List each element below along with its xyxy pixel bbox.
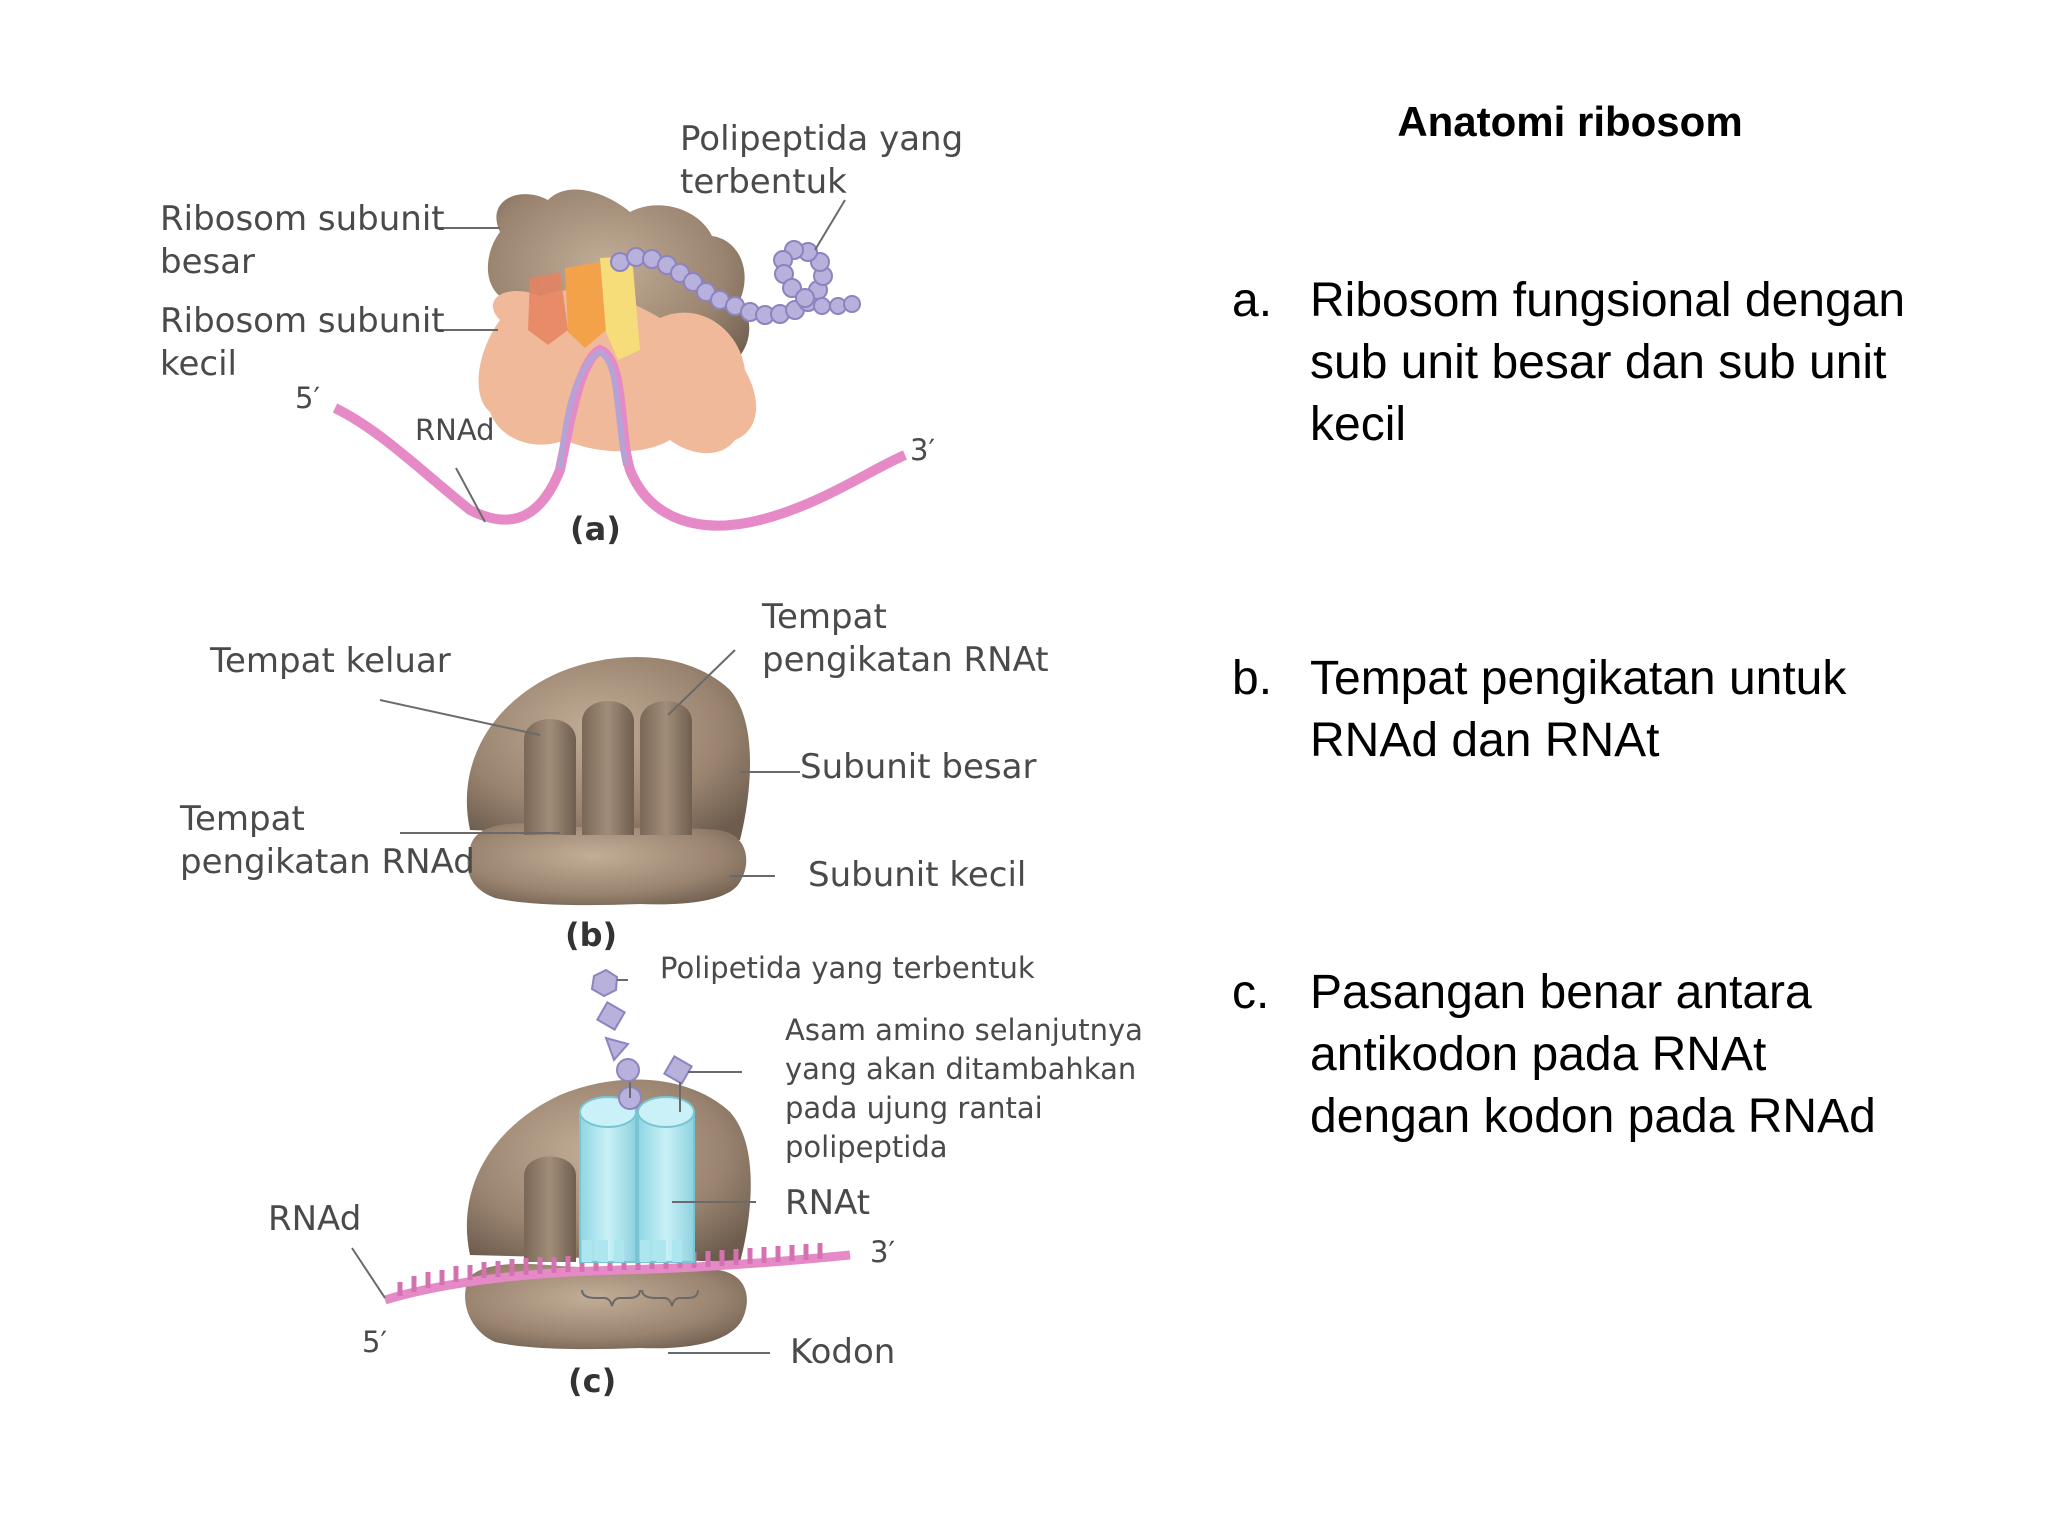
label-polypeptide-c: Polipetida yang terbentuk <box>660 951 1035 985</box>
label-mrna-site-1: Tempat <box>179 799 305 839</box>
label-large-subunit-b: Subunit besar <box>800 747 1036 787</box>
label-trna-site-2: pengikatan RNAt <box>762 640 1049 680</box>
ribosome-figure: Polipeptida yang terbentuk Ribosom subun… <box>160 119 1143 1400</box>
label-large-subunit-a-2: besar <box>160 242 255 282</box>
small-subunit-c <box>465 1263 747 1350</box>
exit-groove-c <box>524 1156 576 1262</box>
label-rnad-a: RNAd <box>415 413 495 447</box>
label-polypeptide-a-1: Polipeptida yang <box>680 119 963 159</box>
point-a: a. Ribosom fungsional dengan sub unit be… <box>1232 270 1932 456</box>
label-amino-acid-3: pada ujung rantai <box>785 1091 1043 1125</box>
point-a-marker: a. <box>1232 274 1273 327</box>
site-red-a <box>528 272 568 345</box>
point-c: c. Pasangan benar antara antikodon pada … <box>1232 962 1932 1148</box>
label-large-subunit-a-1: Ribosom subunit <box>160 199 445 239</box>
label-amino-acid-4: polipeptida <box>785 1130 948 1164</box>
point-c-text: Pasangan benar antara antikodon pada RNA… <box>1310 966 1876 1143</box>
binding-sites-b <box>524 701 692 835</box>
panel-a: Polipeptida yang terbentuk Ribosom subun… <box>160 119 963 548</box>
label-polypeptide-a-2: terbentuk <box>680 162 847 202</box>
trna-pair-c <box>579 1096 695 1263</box>
label-3prime-c: 3′ <box>870 1235 895 1269</box>
label-5prime-a: 5′ <box>295 381 320 415</box>
point-a-text: Ribosom fungsional dengan sub unit besar… <box>1310 274 1906 451</box>
point-b: b. Tempat pengikatan untuk RNAd dan RNAt <box>1232 648 1932 772</box>
label-small-subunit-a-2: kecil <box>160 344 237 384</box>
label-3prime-a: 3′ <box>910 433 935 467</box>
label-mrna-site-2: pengikatan RNAd <box>180 842 475 882</box>
label-trna-c: RNAt <box>785 1183 870 1223</box>
label-trna-site-1: Tempat <box>761 597 887 637</box>
panel-b: Tempat keluar Tempat pengikatan RNAt Sub… <box>179 597 1049 954</box>
caption-a: (a) <box>570 510 621 548</box>
page-title: Anatomi ribosom <box>1397 98 1743 145</box>
caption-c: (c) <box>568 1362 616 1400</box>
label-small-subunit-a-1: Ribosom subunit <box>160 301 445 341</box>
point-b-marker: b. <box>1232 652 1273 705</box>
site-orange-a <box>565 262 606 348</box>
label-amino-acid-1: Asam amino selanjutnya <box>785 1013 1143 1047</box>
polypeptide-beads-a <box>610 240 861 325</box>
panel-c: Polipetida yang terbentuk Asam amino sel… <box>268 951 1143 1400</box>
codon-brackets-c <box>581 1289 699 1307</box>
label-5prime-c: 5′ <box>362 1325 387 1359</box>
site-yellow-a <box>600 256 640 360</box>
label-amino-acid-2: yang akan ditambahkan <box>785 1052 1136 1086</box>
label-exit-site: Tempat keluar <box>209 641 451 681</box>
point-c-marker: c. <box>1232 966 1270 1019</box>
point-b-text: Tempat pengikatan untuk RNAd dan RNAt <box>1310 652 1847 767</box>
caption-b: (b) <box>565 916 617 954</box>
polypeptide-chain-c <box>590 968 694 1110</box>
label-small-subunit-b: Subunit kecil <box>808 855 1026 895</box>
mrna-strand-c <box>383 1250 851 1305</box>
label-rnad-c: RNAd <box>268 1199 361 1239</box>
label-codon: Kodon <box>790 1332 895 1372</box>
small-subunit-b <box>467 823 747 906</box>
